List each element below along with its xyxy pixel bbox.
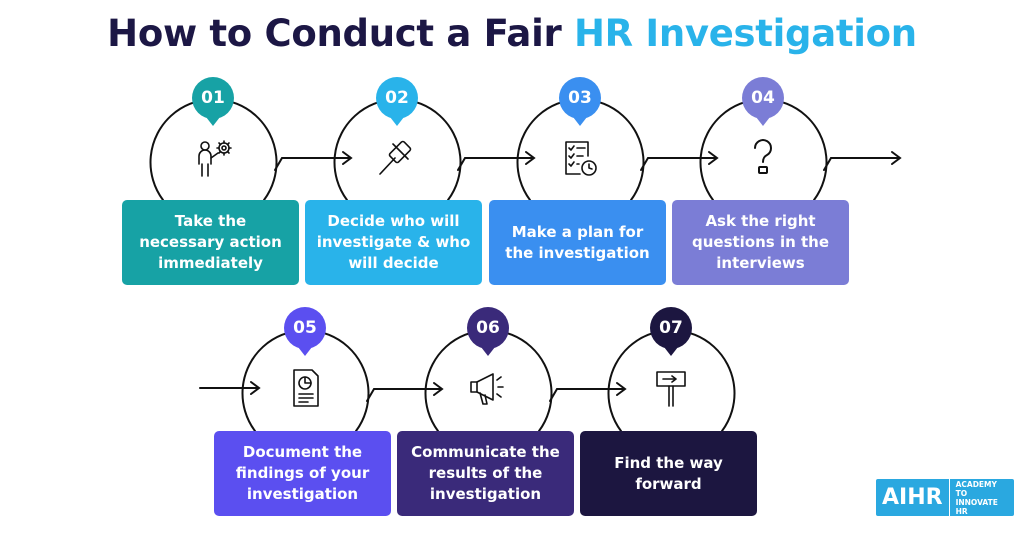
aihr-logo: AIHR ACADEMY TO INNOVATE HR [876,479,1014,516]
person-gear-icon [198,140,232,177]
step-02-box: Decide who will investigate & who will d… [305,200,482,285]
connector-02-03 [457,157,534,171]
arrowhead-04-out [891,151,902,165]
step-04-text: Ask the right questions in the interview… [691,212,830,272]
step-04-badge: 04 [742,77,784,126]
logo-tagline: ACADEMY TO INNOVATE HR [948,479,1014,516]
step-01-badge: 01 [192,77,234,126]
step-01-text: Take the necessary action immediately [139,212,282,272]
question-mark-icon [754,139,772,174]
step-06-text: Communicate the results of the investiga… [411,443,560,503]
step-07-badge: 07 [650,307,692,356]
step-05-badge: 05 [284,307,326,356]
step-02-text: Decide who will investigate & who will d… [316,212,471,272]
connector-06-07 [549,388,625,402]
page-title: How to Conduct a Fair HR Investigation [0,12,1024,55]
connector-03-04 [640,157,717,171]
megaphone-icon [470,373,504,405]
title-main: How to Conduct a Fair [107,12,574,55]
logo-wordmark: AIHR [876,479,949,516]
step-07-text: Find the way forward [614,453,723,493]
step-03-text: Make a plan for the investigation [505,222,650,262]
connector-01-02 [274,157,351,171]
checklist-clock-icon [565,141,597,176]
title-accent: HR Investigation [573,12,917,55]
step-07-box: Find the way forward [580,431,757,516]
step-01-box: Take the necessary action immediately [122,200,299,285]
step-05-box: Document the findings of your investigat… [214,431,391,516]
arrowhead-in-05 [250,381,261,395]
connector-04-out [823,157,900,171]
connector-05-06 [366,388,442,402]
step-02-badge: 02 [376,77,418,126]
step-03-badge: 03 [559,77,601,126]
arrowhead-02-03 [525,151,536,165]
report-document-icon [293,369,319,407]
arrowhead-03-04 [708,151,719,165]
arrowhead-05-06 [433,382,444,396]
arrowhead-01-02 [342,151,353,165]
step-06-box: Communicate the results of the investiga… [397,431,574,516]
step-06-badge: 06 [467,307,509,356]
gavel-icon [379,140,412,175]
step-04-box: Ask the right questions in the interview… [672,200,849,285]
step-03-box: Make a plan for the investigation [489,200,666,285]
step-05-text: Document the findings of your investigat… [235,443,370,503]
arrowhead-06-07 [616,382,627,396]
signpost-icon [656,371,686,407]
